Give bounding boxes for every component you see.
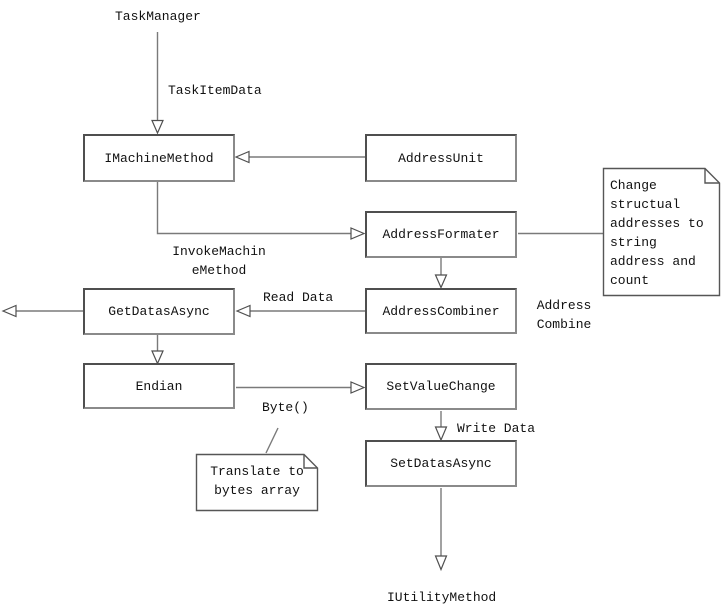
edge-addressformater-to-addresscombiner <box>434 258 448 289</box>
node-endian: Endian <box>83 363 235 409</box>
note-address-text: Change structual addresses to string add… <box>610 178 704 288</box>
edge-setdatasasync-to-iutilitymethod <box>434 488 448 572</box>
node-taskmanager: TaskManager <box>115 9 201 24</box>
note-fold-icon <box>303 454 318 469</box>
arrowhead-right-icon <box>350 227 366 240</box>
edge-label-taskitemdata: TaskItemData <box>168 83 262 98</box>
node-getdatasasync: GetDatasAsync <box>83 288 235 335</box>
node-addresscombiner: AddressCombiner <box>365 288 517 334</box>
edge-getdatasasync-out-left <box>1 304 83 318</box>
arrowhead-down-icon <box>434 555 448 572</box>
edge-label-writedata: Write Data <box>457 421 536 436</box>
arrowhead-down-icon <box>151 350 164 365</box>
arrowhead-left-icon <box>234 150 250 164</box>
edge-addressunit-to-imachinemethod <box>234 150 365 164</box>
edge-label-addresscombine: Address Combine <box>536 298 592 332</box>
edge-label-byte: Byte() <box>262 400 309 415</box>
note-bytes-text: Translate to bytes array <box>210 464 304 498</box>
arrowhead-down-icon <box>151 119 164 135</box>
note-shape-bytes <box>195 453 319 512</box>
node-setdatasasync: SetDatasAsync <box>365 440 517 487</box>
edge-taskmanager-to-imachinemethod <box>151 32 164 135</box>
edge-label-readdata: Read Data <box>263 290 334 305</box>
node-setvaluechange: SetValueChange <box>365 363 517 410</box>
node-addressformater: AddressFormater <box>365 211 517 258</box>
arrowhead-down-icon <box>434 274 448 289</box>
node-addressunit: AddressUnit <box>365 134 517 182</box>
connector-byte-note <box>265 427 279 454</box>
edge-label-invokemachinemethod: InvokeMachin eMethod <box>172 244 266 278</box>
node-imachinemethod: IMachineMethod <box>83 134 235 182</box>
node-iutilitymethod: IUtilityMethod <box>387 590 497 605</box>
note-shape-address <box>602 167 721 297</box>
arrowhead-right-icon <box>350 381 366 394</box>
edge-addresscombiner-to-getdatasasync <box>235 304 365 318</box>
edge-setvaluechange-to-setdatasasync <box>434 411 448 442</box>
note-fold-icon <box>704 168 720 184</box>
edge-imachinemethod-to-addressformater <box>156 182 366 240</box>
arrowhead-left-icon <box>1 304 17 318</box>
arrowhead-left-icon <box>235 304 251 318</box>
arrowhead-down-icon <box>434 426 448 442</box>
edge-getdatasasync-to-endian <box>151 335 164 365</box>
edge-endian-to-setvaluechange <box>236 381 366 394</box>
